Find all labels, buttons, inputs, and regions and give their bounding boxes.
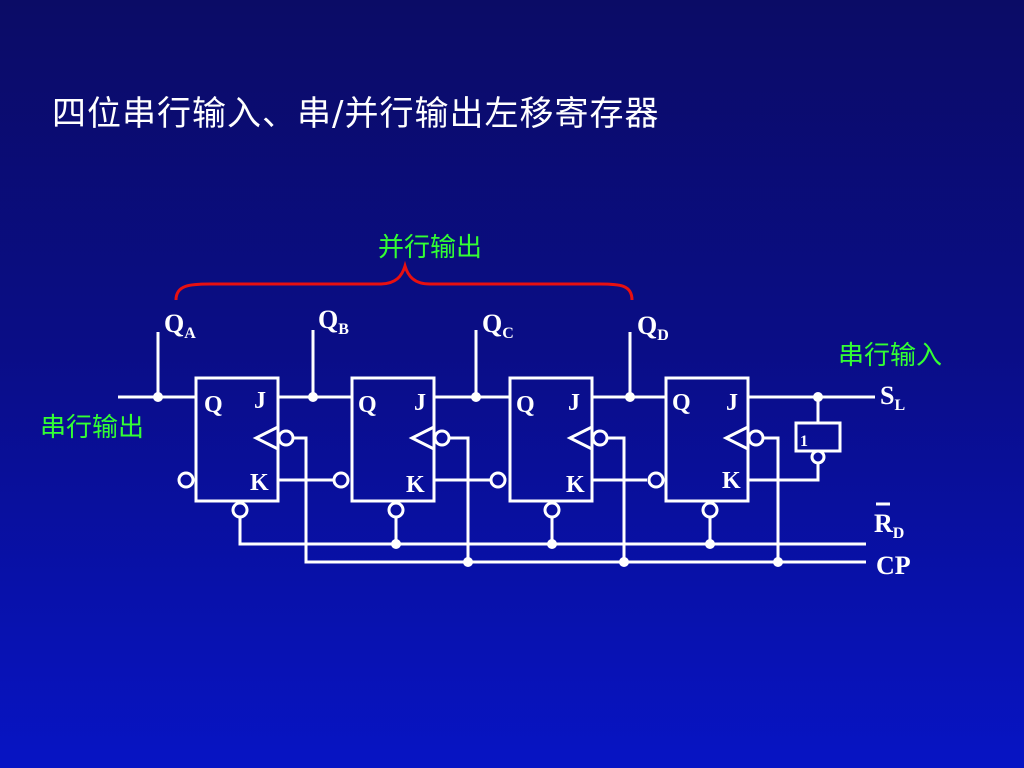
ff-c-q: Q xyxy=(516,392,535,418)
junction-qd xyxy=(625,392,635,402)
qbar-bubble-c xyxy=(489,471,507,489)
junction-qb xyxy=(308,392,318,402)
sl-label: SL xyxy=(880,381,905,414)
output-label-qb: QB xyxy=(318,305,349,338)
clock-tap-c xyxy=(608,436,626,562)
clock-triangle-d xyxy=(722,425,749,451)
ff-a-k: K xyxy=(250,470,269,496)
clock-bubble-d xyxy=(747,429,765,447)
junction-cp-b xyxy=(463,557,473,567)
clock-bubble-c xyxy=(591,429,609,447)
output-label-qd: QD xyxy=(637,311,669,344)
qbar-bubble-d xyxy=(647,471,665,489)
junction-input xyxy=(813,392,823,402)
inverter-bubble xyxy=(810,449,826,465)
clock-rail xyxy=(304,480,866,564)
qbar-bubble-a xyxy=(177,471,195,489)
clock-triangle-a xyxy=(252,425,279,451)
qbar-to-k-b xyxy=(294,436,308,480)
rd-label: RD xyxy=(874,509,904,542)
ff-b-j: J xyxy=(414,390,426,416)
clock-tap-b xyxy=(450,436,470,562)
junction-rd-d xyxy=(705,539,715,549)
inverter-label: 1 xyxy=(800,433,808,450)
ff-d-k: K xyxy=(722,468,741,494)
clock-bubble-b xyxy=(433,429,451,447)
junction-rd-c xyxy=(547,539,557,549)
serial-output-label: 串行输出 xyxy=(40,413,144,443)
parallel-output-brace xyxy=(174,260,634,301)
inverter-output-wire xyxy=(748,464,820,482)
ff-d-q: Q xyxy=(672,390,691,416)
ff-a-q: Q xyxy=(204,392,223,418)
output-label-qa: QA xyxy=(164,309,196,342)
ff-d-j: J xyxy=(726,390,738,416)
junction-rd-b xyxy=(391,539,401,549)
reset-bubble-a xyxy=(231,501,249,519)
ff-c-j: J xyxy=(568,390,580,416)
junction-qc xyxy=(471,392,481,402)
cp-label: CP xyxy=(876,551,911,580)
reset-rail xyxy=(238,512,866,546)
qbar-bubble-b xyxy=(332,471,350,489)
reset-bubble-d xyxy=(701,501,719,519)
ff-b-k: K xyxy=(406,472,425,498)
reset-bubble-b xyxy=(387,501,405,519)
clock-triangle-b xyxy=(408,425,435,451)
junction-cp-c xyxy=(619,557,629,567)
slide-title: 四位串行输入、串/并行输出左移寄存器 xyxy=(52,94,660,134)
junction-qa xyxy=(153,392,163,402)
output-label-qc: QC xyxy=(482,309,514,342)
ff-a-j: J xyxy=(254,388,266,414)
reset-bubble-c xyxy=(543,501,561,519)
serial-input-label: 串行输入 xyxy=(838,341,942,371)
parallel-output-label: 并行输出 xyxy=(378,233,482,263)
clock-bubble-a xyxy=(277,429,295,447)
ff-b-q: Q xyxy=(358,392,377,418)
clock-triangle-c xyxy=(566,425,593,451)
junction-cp-d xyxy=(773,557,783,567)
clock-tap-d xyxy=(764,436,780,562)
ff-c-k: K xyxy=(566,472,585,498)
